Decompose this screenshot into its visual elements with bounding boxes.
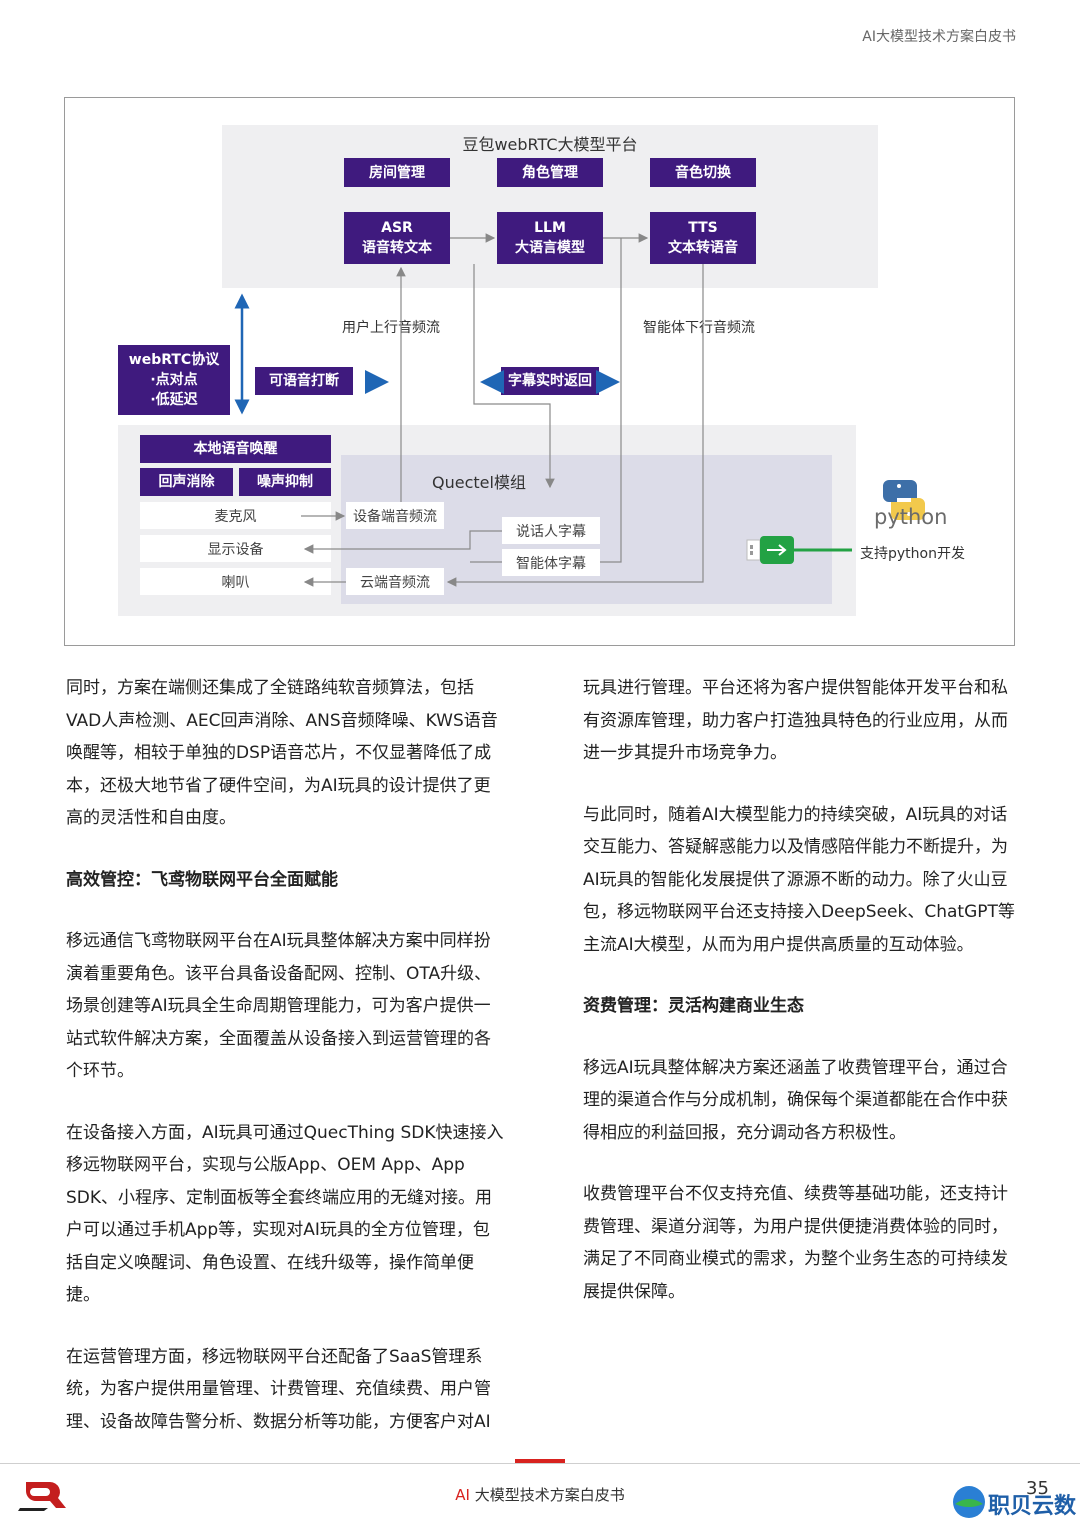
platform-title: 豆包webRTC大模型平台	[462, 135, 638, 154]
usb-connector-icon	[746, 536, 852, 564]
llm-subtitle: 大语言模型	[515, 240, 585, 256]
speaker-label: 喇叭	[221, 574, 250, 591]
device-audio-stream-label: 设备端音频流	[353, 508, 437, 525]
voice-interrupt-box: 可语音打断	[255, 367, 353, 395]
webrtc-latency: ·低延迟	[150, 392, 198, 408]
cloud-audio-stream-box: 云端音频流	[346, 568, 444, 595]
microphone-label: 麦克风	[214, 508, 257, 525]
speaker-box: 喇叭	[140, 568, 331, 595]
left-paragraph: 在设备接入方面，AI玩具可通过QuecThing SDK快速接入移远物联网平台，…	[66, 1122, 504, 1306]
echo-cancel-label: 回声消除	[158, 474, 215, 490]
header-title: AI大模型技术方案白皮书	[862, 29, 1016, 45]
webrtc-title: webRTC协议	[128, 352, 220, 368]
webrtc-protocol-box: webRTC协议 ·点对点 ·低延迟	[118, 345, 230, 415]
agent-subtitle-label: 智能体字幕	[516, 555, 586, 572]
room-management-label: 房间管理	[369, 164, 425, 181]
left-paragraph: 在运营管理方面，移远物联网平台还配备了SaaS管理系统，为客户提供用量管理、计费…	[66, 1346, 491, 1432]
right-column: 玩具进行管理。平台还将为客户提供智能体开发平台和私有资源库管理，助力客户打造独具…	[583, 672, 1023, 1337]
device-audio-stream-box: 设备端音频流	[346, 502, 444, 529]
right-paragraph: 与此同时，随着AI大模型能力的持续突破，AI玩具的对话交互能力、答疑解惑能力以及…	[583, 804, 1015, 955]
right-paragraph: 玩具进行管理。平台还将为客户提供智能体开发平台和私有资源库管理，助力客户打造独具…	[583, 678, 1008, 763]
cloud-audio-stream-label: 云端音频流	[360, 574, 430, 591]
asr-title: ASR	[381, 220, 413, 236]
left-column: 同时，方案在端侧还集成了全链路纯软音频算法，包括VAD人声检测、AEC回声消除、…	[66, 672, 506, 1467]
downlink-label: 智能体下行音频流	[643, 320, 755, 336]
python-support-label: 支持python开发	[860, 546, 965, 562]
asr-subtitle: 语音转文本	[362, 240, 432, 256]
python-logo-icon	[883, 480, 925, 520]
display-device-label: 显示设备	[207, 541, 264, 558]
asr-box: ASR 语音转文本	[344, 212, 450, 264]
noise-suppress-label: 噪声抑制	[257, 474, 313, 490]
speaker-subtitle-box: 说话人字幕	[502, 517, 600, 544]
left-paragraph: 同时，方案在端侧还集成了全链路纯软音频算法，包括VAD人声检测、AEC回声消除、…	[66, 678, 498, 828]
section-heading: 高效管控：飞鸢物联网平台全面赋能	[66, 869, 338, 890]
architecture-figure	[64, 97, 1015, 646]
role-management-label: 角色管理	[522, 164, 578, 181]
speaker-subtitle-label: 说话人字幕	[516, 523, 586, 540]
diagram-connectors	[234, 233, 925, 587]
agent-subtitle-box: 智能体字幕	[502, 549, 600, 576]
footer-title-text: 大模型技术方案白皮书	[474, 1486, 625, 1504]
footer-title-prefix: AI	[455, 1486, 470, 1504]
tts-subtitle: 文本转语音	[668, 240, 738, 256]
footer-accent-bar	[515, 1459, 565, 1463]
display-device-box: 显示设备	[140, 535, 331, 562]
quectel-title: Quectel模组	[432, 473, 526, 492]
python-logo-text: python	[874, 505, 948, 529]
voice-switch-box: 音色切换	[650, 158, 756, 187]
tts-title: TTS	[688, 220, 718, 236]
watermark-text: 职贝云数	[988, 1494, 1077, 1519]
voice-interrupt-label: 可语音打断	[269, 373, 339, 389]
quectel-logo-icon	[18, 1482, 66, 1511]
subtitle-return-label: 字幕实时返回	[508, 373, 592, 389]
noise-suppress-box: 噪声抑制	[239, 468, 331, 496]
room-management-box: 房间管理	[344, 158, 450, 187]
right-paragraph: 移远AI玩具整体解决方案还涵盖了收费管理平台，通过合理的渠道合作与分成机制，确保…	[583, 1057, 1008, 1143]
llm-box: LLM 大语言模型	[497, 212, 603, 264]
local-wake-box: 本地语音唤醒	[140, 435, 331, 463]
page-number: 35	[1026, 1478, 1049, 1499]
voice-switch-label: 音色切换	[675, 164, 731, 181]
echo-cancel-box: 回声消除	[140, 468, 233, 496]
webrtc-point: ·点对点	[150, 372, 198, 388]
subtitle-return-box: 字幕实时返回	[501, 367, 599, 395]
microphone-box: 麦克风	[140, 502, 331, 529]
tts-box: TTS 文本转语音	[650, 212, 756, 264]
right-paragraph: 收费管理平台不仅支持充值、续费等基础功能，还支持计费管理、渠道分润等，为用户提供…	[583, 1184, 1008, 1302]
local-wake-label: 本地语音唤醒	[193, 441, 278, 457]
footer-title: AI 大模型技术方案白皮书	[0, 1484, 1080, 1505]
llm-title: LLM	[534, 220, 566, 236]
footer-divider	[0, 1463, 1080, 1464]
role-management-box: 角色管理	[497, 158, 603, 187]
watermark-logo-icon	[953, 1486, 985, 1518]
section-heading: 资费管理：灵活构建商业生态	[583, 996, 804, 1016]
left-paragraph: 移远通信飞鸢物联网平台在AI玩具整体解决方案中同样扮演着重要角色。该平台具备设备…	[66, 931, 492, 1081]
uplink-label: 用户上行音频流	[342, 320, 440, 336]
